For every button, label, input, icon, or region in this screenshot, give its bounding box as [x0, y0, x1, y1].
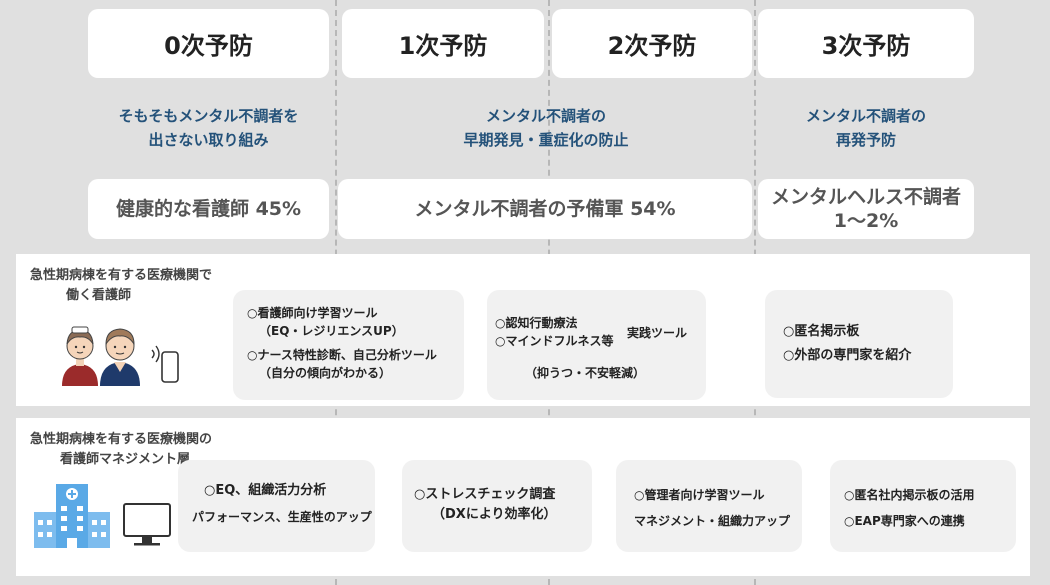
card-line: （抑うつ・不安軽減） [525, 366, 646, 380]
nurse-female-icon [62, 326, 98, 386]
nurse-male-icon [100, 328, 140, 386]
goal-line: 出さない取り組み [148, 131, 269, 149]
nurse-card-support: ○匿名掲示板 ○外部の専門家を紹介 [765, 290, 953, 398]
card-line: （自分の傾向がわかる） [259, 366, 392, 380]
stat-reserve: メンタル不調者の予備軍 54% [338, 179, 752, 239]
card-line: ○認知行動療法 [495, 316, 578, 330]
goal-line: メンタル不調者の [805, 107, 926, 125]
stage-header-3: 3次予防 [758, 9, 974, 78]
card-line: ○EAP専門家への連携 [844, 514, 965, 528]
stat-healthy: 健康的な看護師 45% [88, 179, 329, 239]
card-side-label: 実践ツール [627, 326, 688, 340]
goal-3: メンタル不調者の 再発予防 [758, 104, 974, 152]
monitor-icon [123, 503, 171, 546]
nurse-card-learning: ○看護師向け学習ツール （EQ・レジリエンスUP） ○ナース特性診断、自己分析ツ… [233, 290, 464, 400]
band-label-line: 働く看護師 [66, 288, 132, 303]
goal-line: そもそもメンタル不調者を [118, 107, 299, 125]
stage-header-1: 1次予防 [342, 9, 544, 78]
card-line: ○EQ、組織活力分析 [204, 483, 327, 498]
smartphone-icon [151, 345, 179, 383]
management-band-label: 急性期病棟を有する医療機関の 看護師マネジメント層 [30, 430, 260, 470]
stage-header-2: 2次予防 [552, 9, 752, 78]
mgmt-card-board: ○匿名社内掲示板の活用 ○EAP専門家への連携 [830, 460, 1016, 552]
nurse-band-label: 急性期病棟を有する医療機関で 働く看護師 [30, 266, 260, 306]
stat-line: メンタルヘルス不調者 [770, 186, 961, 208]
card-line: ○匿名社内掲示板の活用 [844, 488, 975, 502]
card-line: パフォーマンス、生産性のアップ [192, 510, 372, 524]
card-line: ○管理者向け学習ツール [634, 488, 765, 502]
band-label-line: 急性期病棟を有する医療機関で [30, 268, 213, 283]
stat-line: 1〜2% [833, 210, 899, 232]
card-line: ○看護師向け学習ツール [247, 306, 378, 320]
card-line: ○マインドフルネス等 [495, 334, 614, 348]
card-line: マネジメント・組織力アップ [634, 514, 791, 528]
stage-header-0: 0次予防 [88, 9, 329, 78]
mgmt-card-stress: ○ストレスチェック調査 （DXにより効率化） [402, 460, 592, 552]
goal-line: 早期発見・重症化の防止 [463, 131, 629, 149]
goal-line: メンタル不調者の [485, 107, 606, 125]
hospital-building-icon [34, 484, 110, 548]
nurse-card-therapy: ○認知行動療法 ○マインドフルネス等 実践ツール （抑うつ・不安軽減） [487, 290, 706, 400]
stat-disorder: メンタルヘルス不調者 1〜2% [758, 179, 974, 239]
card-line: ○外部の専門家を紹介 [783, 348, 912, 363]
goal-0: そもそもメンタル不調者を 出さない取り組み [88, 104, 329, 152]
card-line: （EQ・レジリエンスUP） [259, 324, 404, 338]
card-line: ○ストレスチェック調査 [414, 487, 556, 502]
band-label-line: 急性期病棟を有する医療機関の [30, 432, 213, 447]
card-line: （DXにより効率化） [432, 507, 557, 522]
management-illustration [34, 484, 171, 548]
goal-1-2: メンタル不調者の 早期発見・重症化の防止 [340, 104, 752, 152]
nurse-illustration [62, 326, 179, 386]
band-label-line: 看護師マネジメント層 [60, 452, 191, 467]
goal-line: 再発予防 [835, 131, 896, 149]
card-line: ○匿名掲示板 [783, 324, 860, 339]
mgmt-card-eq: ○EQ、組織活力分析 パフォーマンス、生産性のアップ [178, 460, 375, 552]
card-line: ○ナース特性診断、自己分析ツール [247, 348, 437, 362]
mgmt-card-manager: ○管理者向け学習ツール マネジメント・組織力アップ [616, 460, 802, 552]
